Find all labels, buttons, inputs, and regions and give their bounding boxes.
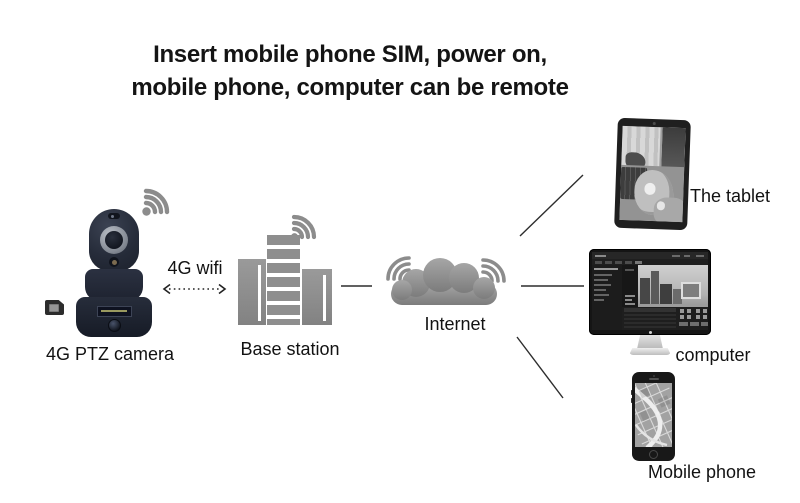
phone-speaker [648,378,659,380]
tablet-camera-dot [652,121,656,126]
camera-base [76,297,152,337]
title-line-1: Insert mobile phone SIM, power on, [153,41,547,68]
base-station-icon [238,205,338,327]
sim-card-icon [45,300,64,315]
wifi-link-label: 4G wifi [167,258,223,278]
monitor-logo [648,330,652,334]
cms-video-feed [638,265,708,307]
computer-device-image [589,249,711,356]
phone-label: Mobile phone [647,462,757,482]
signal-arcs-right-icon [481,258,506,283]
tablet-screen [619,125,686,223]
camera-knob [108,319,121,332]
phone-device-image [630,372,675,461]
ptz-camera-image [75,209,153,337]
signal-arcs-left-icon [386,256,411,281]
building-left [238,259,266,325]
phone-home-button [649,449,658,459]
internet-label: Internet [424,314,486,334]
title-line-2: mobile phone, computer can be remote [131,74,569,101]
monitor-frame [589,249,711,335]
base-station-label: Base station [240,339,340,359]
phone-camera-dot [652,374,655,377]
cloud-icon [391,258,497,305]
internet-cloud-group [378,240,512,318]
camera-head [89,209,139,271]
monitor-base [629,348,671,355]
page-title: Insert mobile phone SIM, power on, mobil… [0,38,700,104]
building-right [302,269,332,325]
cms-toolbar [592,259,708,265]
line-internet-to-phone [516,336,564,399]
tablet-device-image [614,117,691,231]
cms-event-table [622,307,708,330]
camera-top-sensor [108,213,120,219]
camera-display-slot [97,306,132,317]
monitor-screen [592,252,708,330]
camera-ir-light [109,257,119,267]
monitor-stand [637,335,663,349]
dotted-double-arrow-icon [162,283,227,295]
camera-wifi-signal-icon [142,188,170,216]
camera-lens [100,226,128,254]
camera-label: 4G PTZ camera [45,344,175,364]
line-internet-to-tablet [519,174,584,237]
computer-label: computer [675,345,751,365]
phone-map-screen [635,383,672,447]
tablet-label: The tablet [690,186,771,206]
cms-device-tree [592,265,622,330]
cms-titlebar [592,252,708,259]
building-middle [267,235,300,325]
camera-body [85,269,143,301]
